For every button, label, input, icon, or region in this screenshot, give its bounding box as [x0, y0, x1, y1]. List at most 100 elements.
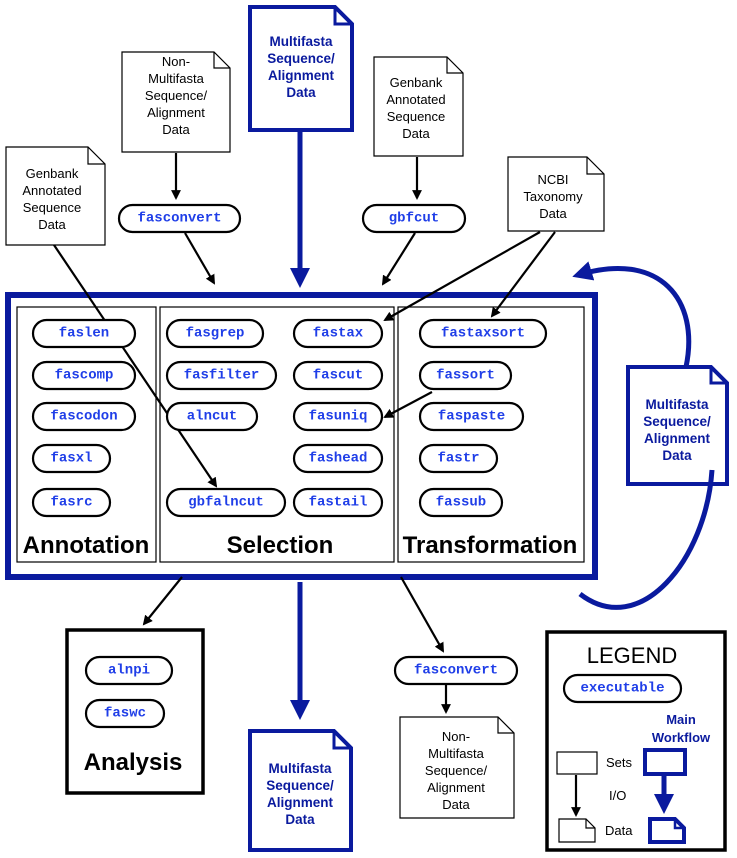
- doc-text: Sequence: [23, 200, 82, 215]
- exe-fastax[interactable]: fastax: [292, 318, 384, 349]
- exe-label: alncut: [187, 409, 237, 425]
- legend-io-label: I/O: [609, 788, 626, 803]
- exe-fastr[interactable]: fastr: [418, 443, 499, 474]
- exe-fasrc[interactable]: fasrc: [31, 487, 112, 518]
- transformation-title: Transformation: [403, 532, 578, 559]
- doc-text: Data: [662, 448, 692, 463]
- exe-fassort[interactable]: fassort: [418, 360, 513, 391]
- selection-panel: [159, 306, 395, 563]
- doc-text: Alignment: [147, 105, 205, 120]
- exe-fassub[interactable]: fassub: [418, 487, 504, 518]
- exe-faslen[interactable]: faslen: [31, 318, 137, 349]
- exe-label: faslen: [59, 326, 109, 342]
- legend-data-blue: [648, 817, 686, 844]
- exe-faspaste[interactable]: faspaste: [418, 401, 525, 432]
- loop-arrow-lower: [578, 469, 715, 610]
- legend-sets-black: [556, 751, 598, 775]
- doc-text: Annotated: [22, 183, 81, 198]
- doc-text: Sequence/: [425, 763, 488, 778]
- doc-text: Data: [285, 812, 315, 827]
- selection-title: Selection: [227, 532, 334, 559]
- doc-text: Genbank: [390, 75, 443, 90]
- arrow-ncbi-to-fastaxsort: [490, 231, 556, 318]
- exe-fasconvert-top[interactable]: fasconvert: [117, 203, 242, 234]
- exe-label: faswc: [104, 706, 146, 722]
- doc-text: Alignment: [267, 795, 334, 810]
- exe-fastaxsort[interactable]: fastaxsort: [418, 318, 548, 349]
- doc-text: Genbank: [26, 166, 79, 181]
- exe-fashead[interactable]: fashead: [292, 443, 384, 474]
- exe-fastail[interactable]: fastail: [292, 487, 384, 518]
- doc-text: Taxonomy: [523, 189, 583, 204]
- exe-fascut[interactable]: fascut: [292, 360, 384, 391]
- arrow-fassort-to-fasuniq: [383, 391, 433, 418]
- doc-non-multifasta-top: Non- Multifasta Sequence/ Alignment Data: [121, 51, 231, 153]
- doc-multifasta-bottom: Multifasta Sequence/ Alignment Data: [248, 729, 353, 852]
- exe-label: fascut: [313, 368, 363, 384]
- exe-label: gbfalncut: [188, 495, 264, 511]
- exe-label: fassub: [436, 495, 486, 511]
- doc-text: Data: [162, 122, 190, 137]
- exe-label: fasgrep: [186, 326, 245, 342]
- doc-text: Alignment: [268, 68, 335, 83]
- doc-text: Data: [442, 797, 470, 812]
- doc-text: Sequence/: [267, 51, 335, 66]
- doc-genbank-left: Genbank Annotated Sequence Data: [5, 146, 106, 246]
- doc-text: Sequence/: [145, 88, 208, 103]
- exe-label: fasfilter: [184, 368, 260, 384]
- exe-label: fassort: [436, 368, 495, 384]
- legend-data-label: Data: [605, 823, 633, 838]
- exe-label: fastaxsort: [441, 326, 525, 342]
- doc-text: Multifasta: [645, 397, 708, 412]
- legend-sets-blue: [643, 748, 687, 776]
- exe-gbfcut-top[interactable]: gbfcut: [361, 203, 467, 234]
- doc-genbank-top: Genbank Annotated Sequence Data: [373, 56, 464, 157]
- arrow-ncbi-to-fastax: [383, 231, 541, 321]
- legend-main-label: Main: [666, 712, 696, 727]
- exe-fasxl[interactable]: fasxl: [31, 443, 112, 474]
- exe-label: alnpi: [108, 663, 150, 679]
- annotation-panel: [16, 306, 157, 563]
- legend-data-black: [558, 818, 596, 843]
- analysis-title: Analysis: [84, 749, 183, 776]
- doc-multifasta-top: Multifasta Sequence/ Alignment Data: [248, 5, 354, 132]
- exe-fasfilter[interactable]: fasfilter: [165, 360, 278, 391]
- doc-multifasta-right: Multifasta Sequence/ Alignment Data: [626, 365, 729, 486]
- exe-fascodon[interactable]: fascodon: [31, 401, 137, 432]
- doc-text: Annotated: [386, 92, 445, 107]
- exe-label: gbfcut: [389, 211, 439, 227]
- doc-non-multifasta-bottom: Non- Multifasta Sequence/ Alignment Data: [399, 716, 515, 819]
- exe-fasgrep[interactable]: fasgrep: [165, 318, 265, 349]
- doc-text: Data: [38, 217, 66, 232]
- doc-text: Non-: [162, 54, 190, 69]
- exe-alnpi[interactable]: alnpi: [84, 655, 174, 686]
- main-container: [5, 292, 598, 580]
- legend-executable-sample: executable: [562, 673, 683, 704]
- doc-text: Sequence/: [266, 778, 334, 793]
- exe-alncut[interactable]: alncut: [165, 401, 259, 432]
- exe-fasuniq[interactable]: fasuniq: [292, 401, 384, 432]
- doc-text: Multifasta: [148, 71, 204, 86]
- exe-label: fasconvert: [414, 663, 498, 679]
- exe-fasconvert-bottom[interactable]: fasconvert: [393, 655, 519, 686]
- legend-main-label: Workflow: [652, 730, 711, 745]
- exe-faswc[interactable]: faswc: [84, 698, 166, 729]
- exe-fascomp[interactable]: fascomp: [31, 360, 137, 391]
- arrow-genbank-to-gbfalncut: [53, 244, 218, 488]
- exe-gbfalncut[interactable]: gbfalncut: [165, 487, 287, 518]
- exe-label: fasconvert: [137, 211, 221, 227]
- legend-title: LEGEND: [587, 643, 677, 668]
- doc-text: Alignment: [427, 780, 485, 795]
- exe-label: fascodon: [50, 409, 117, 425]
- exe-label: executable: [580, 681, 664, 697]
- doc-text: Alignment: [644, 431, 711, 446]
- exe-label: faspaste: [438, 409, 505, 425]
- loop-arrow-upper: [572, 261, 692, 368]
- exe-label: fasuniq: [309, 409, 368, 425]
- arrow-gbfcut-to-main: [381, 232, 416, 286]
- exe-label: fascomp: [55, 368, 114, 384]
- doc-text: Data: [402, 126, 430, 141]
- exe-label: fasrc: [50, 495, 92, 511]
- exe-label: fashead: [309, 451, 368, 467]
